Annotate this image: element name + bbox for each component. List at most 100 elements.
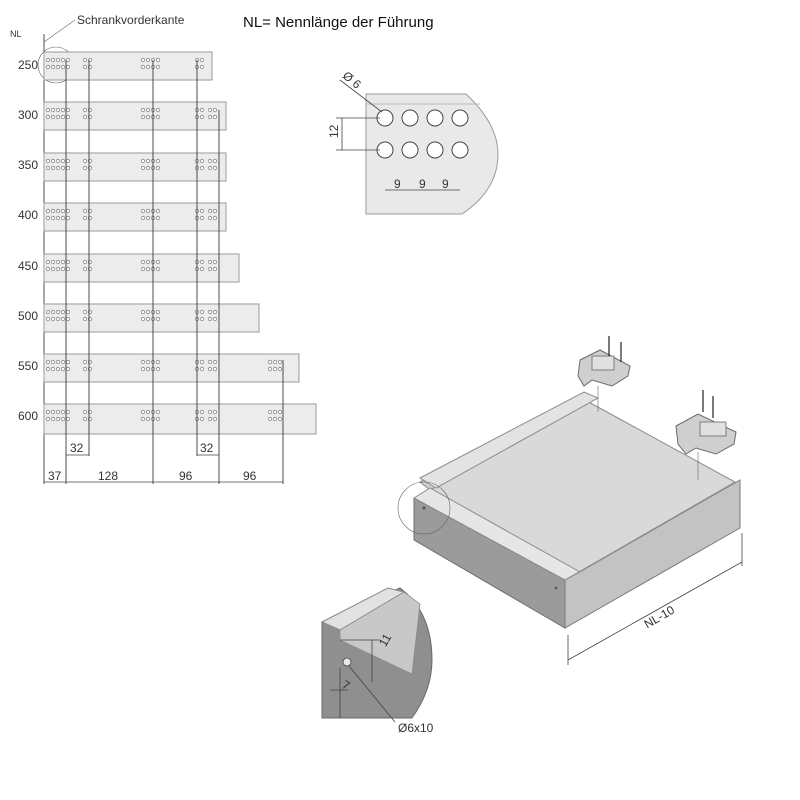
rail-hole [65, 165, 71, 171]
drawing-title: NL= Nennlänge der Führung [243, 14, 434, 31]
rail-hole [155, 114, 161, 120]
rail-hole [60, 266, 66, 272]
front-edge-label: Schrankvorderkante [77, 13, 185, 27]
dim-96-b: 96 [243, 469, 257, 483]
rail-hole-patterns [45, 57, 283, 422]
dim-96-a: 96 [179, 469, 193, 483]
reference-lines [65, 60, 284, 484]
rail-hole [60, 158, 66, 164]
rail-hole [140, 309, 146, 315]
rail-hole [50, 366, 56, 372]
rail-hole [65, 359, 71, 365]
rail-hole [45, 208, 51, 214]
rail-bar [43, 353, 300, 383]
rail-hole [82, 266, 88, 272]
rail-hole [140, 366, 146, 372]
rail-hole [199, 165, 205, 171]
rail-hole [65, 208, 71, 214]
rail-hole [140, 165, 146, 171]
rail-hole [50, 259, 56, 265]
rail-300: 300 [18, 101, 227, 131]
detail-vertical-12: 12 [327, 124, 341, 138]
rail-hole [140, 259, 146, 265]
rail-hole [55, 215, 61, 221]
rail-hole [212, 366, 218, 372]
rail-hole [82, 107, 88, 113]
rail-hole [45, 266, 51, 272]
drawer-side-rim [564, 479, 741, 581]
rail-hole [267, 416, 273, 422]
rail-hole [212, 316, 218, 322]
rail-hole [145, 158, 151, 164]
rail-hole [199, 57, 205, 63]
rail-hole [212, 409, 218, 415]
corner-detail-view: 11 7 Ø6x10 [320, 587, 434, 735]
rail-hole [60, 208, 66, 214]
mount-hole [554, 586, 558, 590]
rail-hole [199, 259, 205, 265]
rail-hole [140, 107, 146, 113]
rail-hole [65, 107, 71, 113]
rail-hole [145, 416, 151, 422]
detail-hole [451, 141, 469, 159]
rail-bar [43, 51, 213, 81]
rail-hole [155, 107, 161, 113]
rail-hole [212, 158, 218, 164]
drawer-length-label: NL-10 [642, 603, 678, 632]
rail-hole [50, 266, 56, 272]
rail-hole [82, 359, 88, 365]
rail-hole [45, 57, 51, 63]
rail-hole [65, 409, 71, 415]
rail-hole [82, 114, 88, 120]
rail-hole [60, 215, 66, 221]
rail-hole [140, 215, 146, 221]
dim-inner-right: 32 [200, 441, 214, 455]
rail-hole [155, 359, 161, 365]
rail-length-label: 250 [18, 58, 38, 72]
spacing-dimensions: 37 128 96 96 [44, 469, 283, 483]
rail-hole [145, 266, 151, 272]
rail-hole [55, 366, 61, 372]
rail-hole [155, 64, 161, 70]
detail-hole [426, 109, 444, 127]
corner-detail-marker [397, 481, 451, 535]
rail-hole [145, 359, 151, 365]
rail-hole [145, 114, 151, 120]
rail-hole [212, 416, 218, 422]
rail-hole [199, 416, 205, 422]
mount-hole [422, 506, 426, 510]
rail-hole [267, 359, 273, 365]
rail-hole [50, 309, 56, 315]
rail-hole [82, 366, 88, 372]
rail-hole [145, 316, 151, 322]
rail-hole [60, 165, 66, 171]
rail-hole [65, 366, 71, 372]
detail-hole [401, 141, 419, 159]
rail-hole [65, 158, 71, 164]
rail-hole [65, 416, 71, 422]
nl-label: NL [10, 29, 22, 39]
rail-hole [145, 208, 151, 214]
rail-hole [155, 309, 161, 315]
front-edge-leader [43, 19, 76, 43]
rail-hole [267, 409, 273, 415]
rail-hole [145, 215, 151, 221]
corner-inner-face [339, 591, 421, 675]
rail-hole [55, 359, 61, 365]
rail-hole [199, 266, 205, 272]
rail-hole [55, 64, 61, 70]
rail-hole [65, 259, 71, 265]
rail-hole [155, 409, 161, 415]
rail-hole [65, 316, 71, 322]
rail-hole [212, 114, 218, 120]
rail-hole [145, 309, 151, 315]
rail-length-label: 400 [18, 208, 38, 222]
rail-hole [145, 259, 151, 265]
dim-128: 128 [98, 469, 118, 483]
rail-hole [155, 316, 161, 322]
rail-hole [199, 366, 205, 372]
drawer-isometric: NL-10 [397, 336, 743, 665]
rail-hole [82, 215, 88, 221]
rail-hole [207, 266, 213, 272]
rail-hole [45, 316, 51, 322]
